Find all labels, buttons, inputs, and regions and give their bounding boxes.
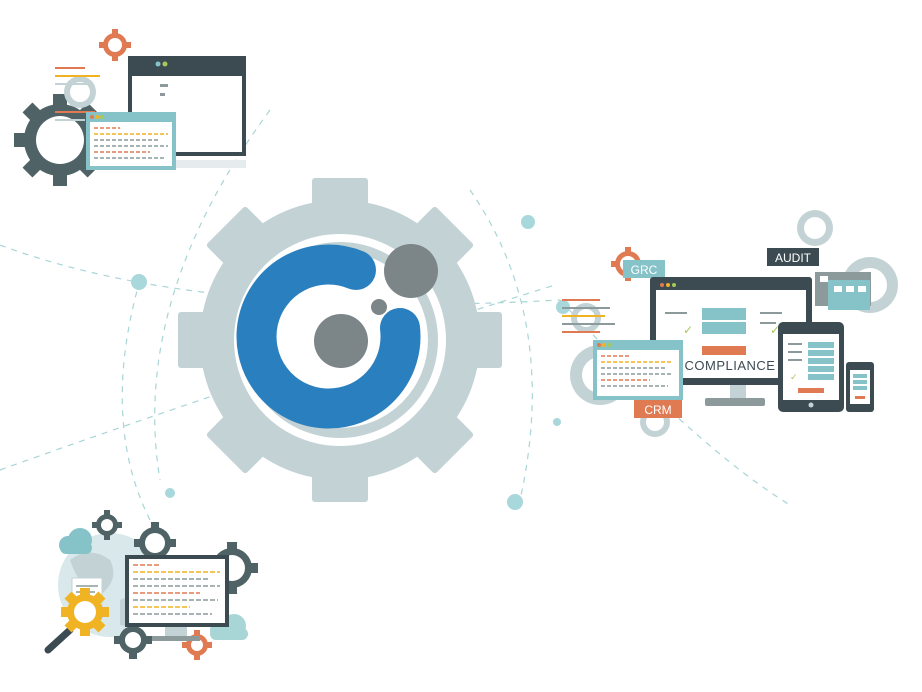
settings-gear-icon	[797, 210, 833, 246]
grc-label: GRC	[631, 263, 658, 277]
crm-label: CRM	[644, 403, 671, 417]
grc-tag	[623, 260, 665, 278]
settings-gear-icon	[99, 29, 131, 61]
settings-gear-icon	[571, 303, 601, 333]
tablet-icon: ✓	[778, 322, 844, 412]
svg-text:✓: ✓	[790, 373, 798, 383]
top-left-cluster	[14, 29, 246, 186]
monitor-icon	[125, 555, 229, 641]
magnifier-icon	[44, 588, 109, 654]
svg-text:✓: ✓	[770, 323, 780, 337]
phone-icon	[846, 362, 874, 412]
cloud-icon	[59, 528, 92, 554]
bottom-left-cluster	[44, 510, 258, 660]
right-cluster: GRC AUDIT ✓ ✓	[562, 210, 898, 437]
logo-icon	[236, 244, 438, 429]
audit-label: AUDIT	[775, 251, 812, 265]
browser-window	[86, 112, 176, 170]
settings-gear-icon	[64, 76, 96, 108]
crm-tag	[634, 400, 682, 418]
compliance-label: COMPLIANCE	[685, 358, 776, 373]
svg-text:✓: ✓	[683, 323, 693, 337]
browser-window	[815, 272, 871, 310]
browser-window	[593, 340, 683, 400]
audit-tag	[767, 248, 819, 266]
settings-gear-icon	[92, 510, 122, 540]
